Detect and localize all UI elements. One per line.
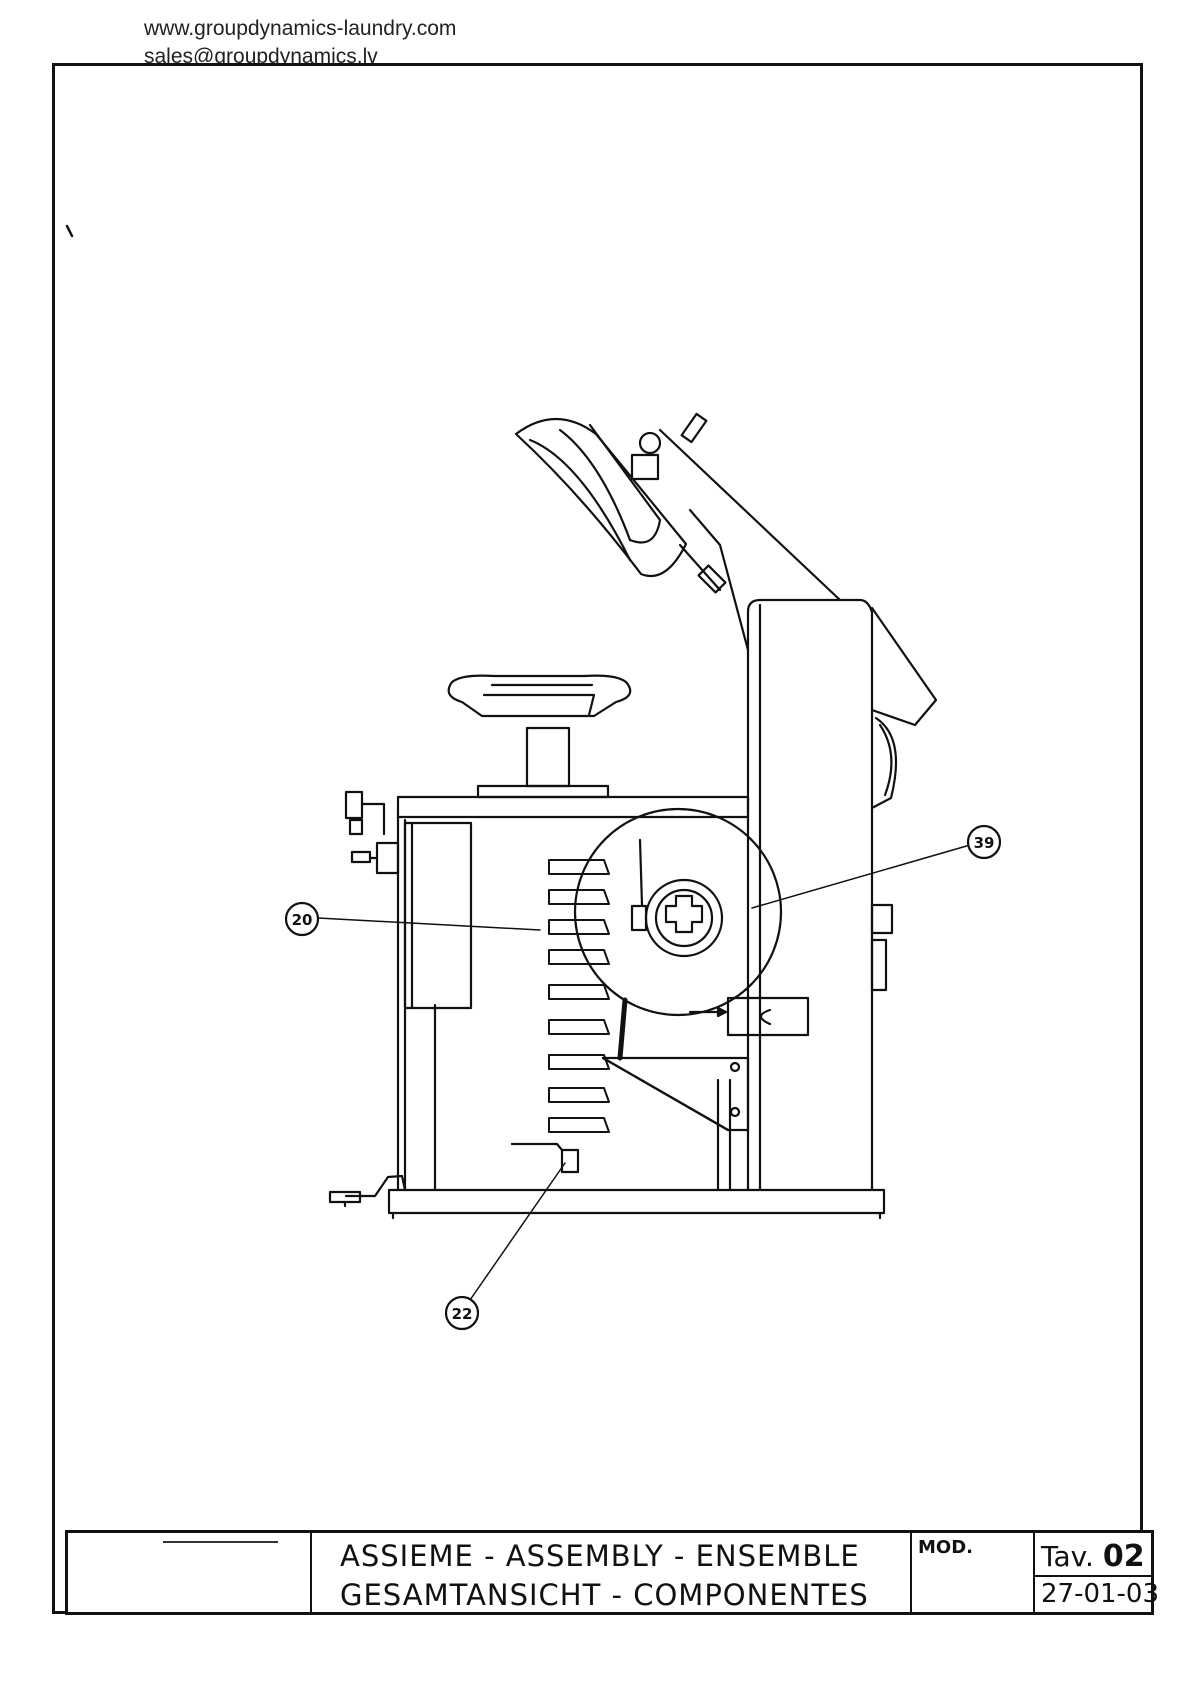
title-block-mod-cell: MOD. [912, 1533, 1035, 1612]
press-arm [660, 430, 936, 808]
support-bracket [603, 998, 808, 1130]
buck-tray [449, 676, 631, 797]
date-row: 27-01-03 [1035, 1575, 1151, 1577]
callout-20-label: 20 [292, 911, 313, 929]
title-block-title-cell: ASSIEME - ASSEMBLY - ENSEMBLE GESAMTANSI… [312, 1533, 912, 1612]
tav-number: 02 [1103, 1539, 1145, 1574]
title-block-rule [163, 1541, 278, 1543]
press-head [516, 414, 725, 593]
mod-label: MOD. [918, 1537, 973, 1558]
title-block-blank-cell [68, 1533, 312, 1612]
left-valves [346, 792, 398, 873]
title-line-1: ASSIEME - ASSEMBLY - ENSEMBLE [340, 1539, 860, 1573]
title-block-sheet-cell: Tav. 02 27-01-03 [1035, 1533, 1151, 1612]
drain-tap [512, 1144, 578, 1172]
callout-22: 22 [446, 1297, 478, 1329]
right-column [748, 600, 892, 1190]
stray-mark [67, 226, 72, 236]
sheet-number: Tav. 02 [1041, 1539, 1145, 1574]
tav-label: Tav. [1041, 1540, 1094, 1573]
base-plate [389, 1190, 884, 1218]
title-block: ASSIEME - ASSEMBLY - ENSEMBLE GESAMTANSI… [65, 1530, 1154, 1615]
callout-22-label: 22 [452, 1305, 473, 1323]
drum-wheel [575, 809, 781, 1015]
callout-39: 39 [968, 826, 1000, 858]
callout-20: 20 [286, 903, 318, 935]
callout-39-label: 39 [974, 834, 995, 852]
drawing-date: 27-01-03 [1041, 1579, 1159, 1609]
vent-slots [549, 860, 609, 1132]
title-line-2: GESAMTANSICHT - COMPONENTES [340, 1578, 869, 1612]
